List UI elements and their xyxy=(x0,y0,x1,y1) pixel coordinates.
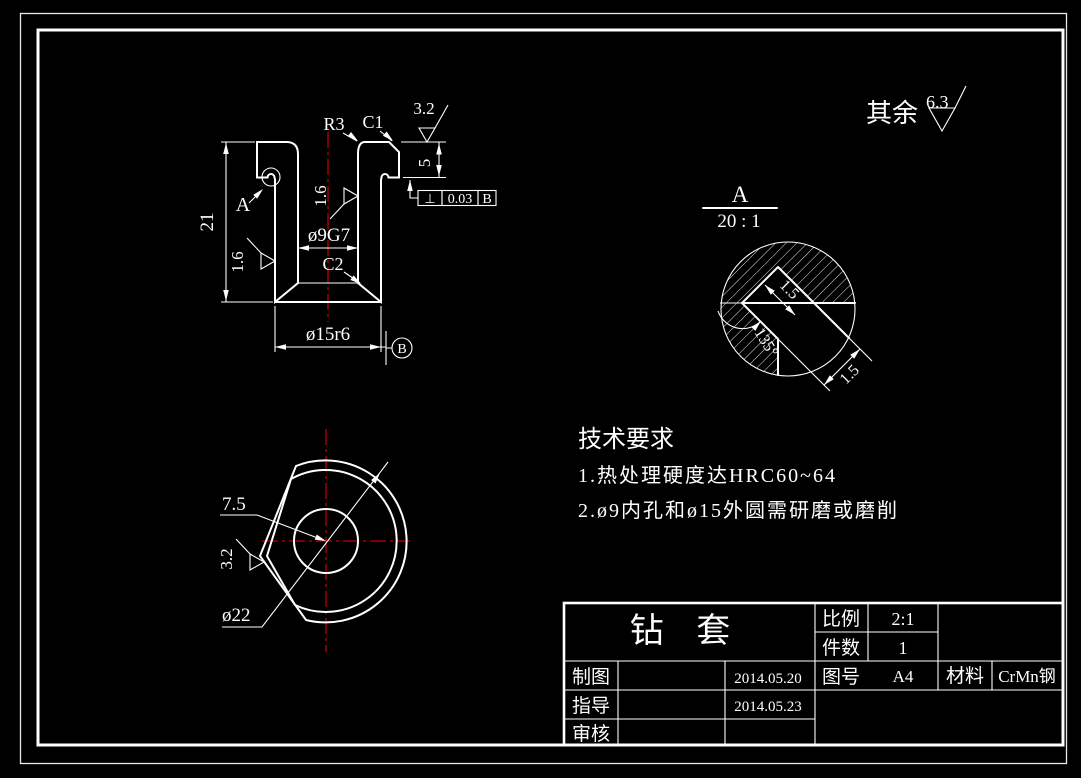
technical-requirements: 技术要求 1.热处理硬度达HRC60~64 2.ø9内孔和ø15外圆需研磨或磨削 xyxy=(578,426,899,522)
sheet-border xyxy=(19,12,1068,765)
quantity-value: 1 xyxy=(899,638,908,658)
dim-7-5-label: 7.5 xyxy=(222,494,246,515)
tolerance-frame: ⊥ 0.03 B xyxy=(407,180,497,207)
dim-21-label: 21 xyxy=(197,213,218,232)
c1-label: C1 xyxy=(362,112,383,132)
material-label: 材料 xyxy=(946,665,984,687)
drawing-no-value: A4 xyxy=(893,667,914,686)
tolerance-symbol: ⊥ xyxy=(424,192,435,207)
dim-overall-height: 21 xyxy=(197,141,273,303)
general-roughness-prefix: 其余 xyxy=(866,99,918,128)
roughness-flat-icon: 3.2 xyxy=(217,538,266,571)
tolerance-datum: B xyxy=(482,192,491,207)
bottom-view: ø22 7.5 3.2 xyxy=(217,429,410,652)
detail-a-marker: A xyxy=(236,167,281,216)
dim-od-22-label: ø22 xyxy=(222,605,251,626)
tech-req-item-1: 1.热处理硬度达HRC60~64 xyxy=(578,464,837,487)
outer-profile xyxy=(258,459,408,624)
general-roughness-value: 6.3 xyxy=(926,92,949,112)
dim-od-22: ø22 xyxy=(222,461,389,628)
scale-value: 2:1 xyxy=(891,609,914,629)
reviewer-label: 审核 xyxy=(572,723,610,745)
dim-bore-label: ø9G7 xyxy=(308,225,350,246)
drawn-date: 2014.05.20 xyxy=(734,671,802,687)
detail-air-region xyxy=(742,267,855,376)
title-block-grid xyxy=(564,603,1063,745)
section-right-wall xyxy=(357,141,400,305)
roughness-top-label: 3.2 xyxy=(413,99,434,118)
material-value: CrMn钢 xyxy=(998,667,1056,686)
title-block: 钻 套 比例 2:1 件数 1 制图 2014.05.20 图号 A4 材料 C… xyxy=(562,601,1065,747)
roughness-default-icon xyxy=(928,85,967,133)
dim-5-label: 5 xyxy=(415,159,434,168)
r3-label: R3 xyxy=(323,114,344,134)
detail-title: A xyxy=(732,182,749,207)
datum-b-label: B xyxy=(397,342,406,357)
dim-flange-height: 5 xyxy=(401,141,446,179)
bore-circle xyxy=(293,508,359,574)
detail-view-a: A 20 : 1 1.5 1.5 135° xyxy=(702,182,873,392)
detail-groove-outline xyxy=(741,266,850,340)
section-left-wall xyxy=(256,141,299,305)
tech-req-item-2: 2.ø9内孔和ø15外圆需研磨或磨削 xyxy=(578,499,899,522)
detail-ref-label: A xyxy=(236,194,251,216)
tech-req-heading: 技术要求 xyxy=(578,426,674,453)
advisor-date: 2014.05.23 xyxy=(734,699,802,715)
drawn-label: 制图 xyxy=(572,666,610,688)
inner-profile xyxy=(265,468,398,613)
main-section-view: 21 ø9G7 C2 R3 C1 3.2 5 xyxy=(197,99,497,365)
datum-b-circle xyxy=(391,337,413,359)
drawing-no-label: 图号 xyxy=(822,667,860,688)
roughness-bore-label: 1.6 xyxy=(311,185,330,206)
quantity-label: 件数 xyxy=(822,637,860,659)
roughness-side-icon: 1.6 xyxy=(228,237,277,273)
roughness-flat-label: 3.2 xyxy=(217,548,236,569)
c2-label: C2 xyxy=(322,254,343,274)
dim-od-label: ø15r6 xyxy=(306,324,350,345)
tolerance-value: 0.03 xyxy=(448,192,473,207)
dim-entry-radius: 7.5 xyxy=(220,494,328,544)
roughness-top-icon: 3.2 xyxy=(413,99,449,144)
advisor-label: 指导 xyxy=(572,695,610,717)
bottom-centerlines xyxy=(262,429,410,652)
detail-scale: 20 : 1 xyxy=(717,211,760,232)
roughness-side-label: 1.6 xyxy=(228,251,247,272)
general-roughness: 其余 6.3 xyxy=(866,85,967,133)
detail-boundary-circle xyxy=(720,241,856,377)
scale-label: 比例 xyxy=(822,608,860,630)
dim-outer-diameter: ø15r6 B xyxy=(274,306,413,365)
detail-ext-lines xyxy=(777,337,873,392)
dim-bore: ø9G7 xyxy=(298,225,358,251)
roughness-bore-icon: 1.6 xyxy=(311,185,360,220)
part-name: 钻 套 xyxy=(630,612,743,650)
